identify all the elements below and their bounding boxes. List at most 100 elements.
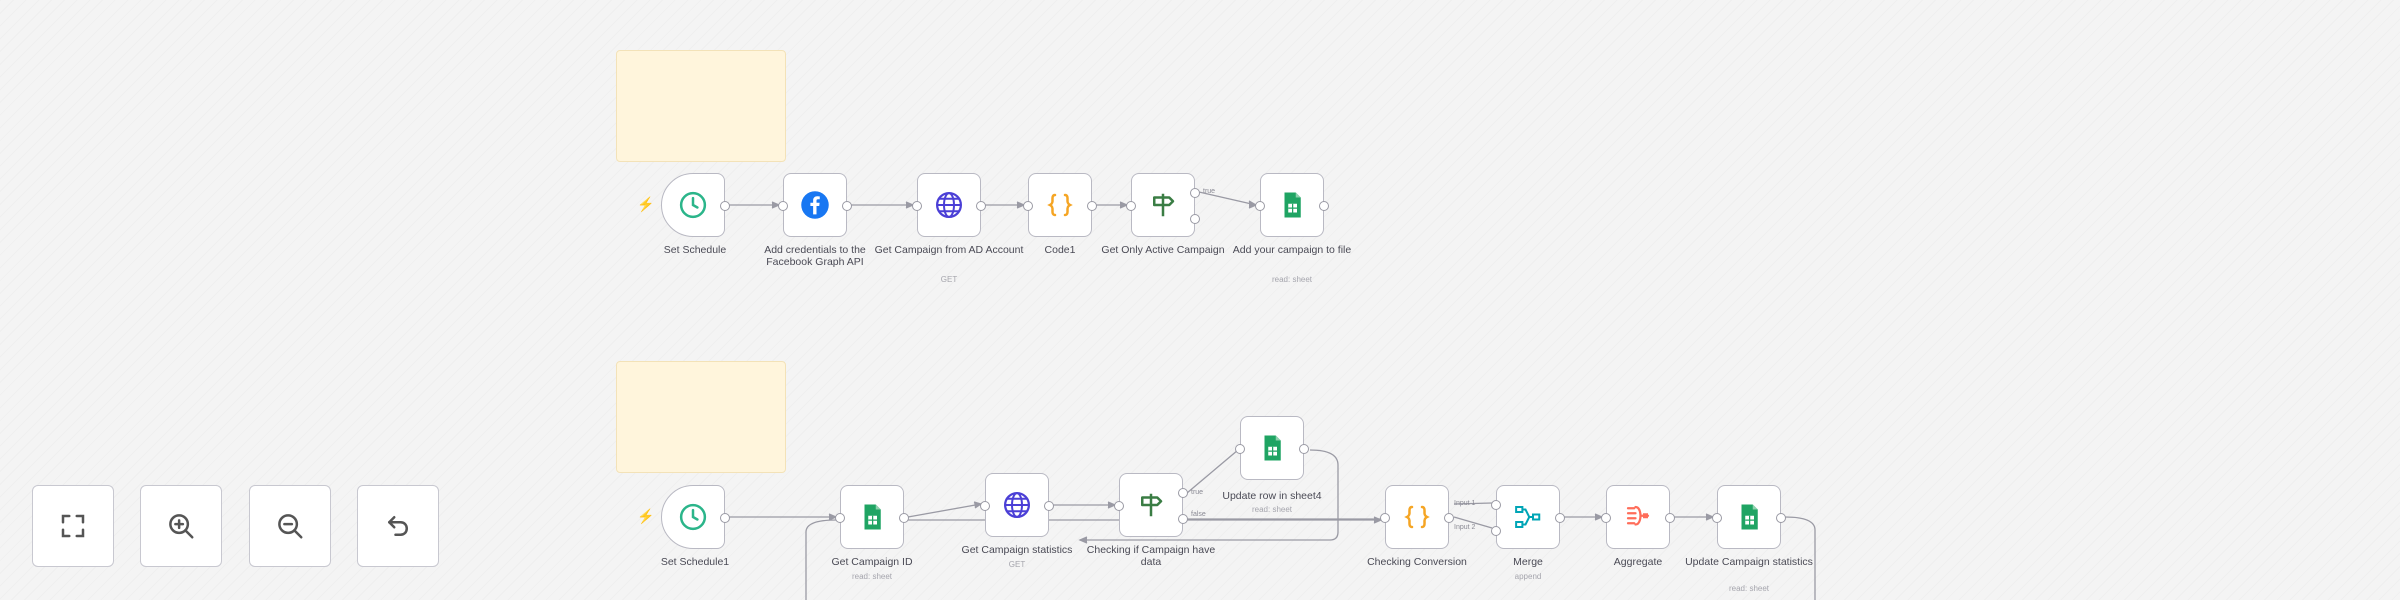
node-update-row-sheet4[interactable] <box>1235 416 1309 480</box>
globe-icon <box>1004 492 1030 518</box>
node-label: Update row in sheet4 <box>1222 490 1322 502</box>
connection <box>1198 191 1257 206</box>
clock-icon <box>679 503 707 531</box>
node-update-campaign-statistics[interactable] <box>1712 485 1786 549</box>
node-set-schedule[interactable] <box>661 173 730 237</box>
input-port[interactable] <box>1712 513 1722 523</box>
node-checking-campaign-have-data[interactable] <box>1114 473 1188 537</box>
input-port[interactable] <box>1255 201 1265 211</box>
fit-view-button[interactable] <box>32 485 114 567</box>
fit-view-icon <box>61 514 85 538</box>
zoom-in-icon <box>169 514 194 539</box>
google-sheets-icon <box>864 504 881 530</box>
output-port[interactable] <box>720 513 730 523</box>
input-port-2[interactable] <box>1491 526 1501 536</box>
node-get-campaign-id[interactable] <box>835 485 909 549</box>
node-merge[interactable] <box>1491 485 1565 549</box>
node-label: Get Campaign from AD Account <box>874 244 1024 256</box>
clock-icon <box>679 191 707 219</box>
code-braces-icon <box>1404 505 1430 529</box>
aggregate-icon <box>1626 505 1650 526</box>
port-label-true: true <box>1191 489 1204 496</box>
filter-signpost-icon <box>1153 193 1175 217</box>
trigger-bolt-icon: ⚡ <box>637 508 655 524</box>
output-port-true[interactable] <box>1190 188 1200 198</box>
node-checking-conversion[interactable] <box>1380 485 1454 549</box>
output-port[interactable] <box>1665 513 1675 523</box>
node-subtitle: read: sheet <box>1271 275 1313 284</box>
globe-icon <box>936 192 962 218</box>
node-code1[interactable] <box>1023 173 1097 237</box>
node-subtitle: append <box>1514 572 1542 581</box>
connection <box>1453 516 1493 529</box>
google-sheets-icon <box>1264 435 1281 461</box>
node-subtitle: read: sheet <box>851 572 893 581</box>
sticky-note[interactable] <box>616 361 786 473</box>
connection <box>1453 502 1493 505</box>
node-subtitle: GET <box>1008 560 1026 569</box>
input-port[interactable] <box>1235 444 1245 454</box>
input-label-2: Input 2 <box>1454 524 1476 531</box>
output-port[interactable] <box>1444 513 1454 523</box>
node-label: Get Campaign ID <box>831 556 913 568</box>
connection <box>1784 516 1816 600</box>
input-port[interactable] <box>778 201 788 211</box>
node-set-schedule1[interactable] <box>661 485 730 549</box>
undo-icon <box>388 516 408 536</box>
input-port[interactable] <box>1380 513 1390 523</box>
node-subtitle: read: sheet <box>1728 584 1770 593</box>
input-port[interactable] <box>912 201 922 211</box>
node-get-campaign-statistics[interactable] <box>980 473 1054 537</box>
output-port[interactable] <box>1087 201 1097 211</box>
node-label: Checking Conversion <box>1367 556 1467 568</box>
facebook-icon <box>801 191 829 219</box>
google-sheets-icon <box>1741 504 1758 530</box>
node-label: Code1 <box>1044 244 1076 256</box>
output-port[interactable] <box>1044 501 1054 511</box>
node-label: Set Schedule1 <box>660 556 730 568</box>
output-port-true[interactable] <box>1178 488 1188 498</box>
sticky-note[interactable] <box>616 50 786 162</box>
output-port-false[interactable] <box>1178 514 1188 524</box>
output-port[interactable] <box>1776 513 1786 523</box>
connection <box>1186 449 1239 494</box>
arrow-head <box>1078 536 1088 544</box>
node-label: Merge <box>1513 556 1543 568</box>
input-port[interactable] <box>1601 513 1611 523</box>
node-label: Get Only Active Campaign <box>1101 244 1225 256</box>
input-port[interactable] <box>980 501 990 511</box>
node-subtitle: GET <box>940 275 958 284</box>
node-label: Set Schedule <box>663 244 727 256</box>
code-braces-icon <box>1047 193 1073 217</box>
node-aggregate[interactable] <box>1601 485 1675 549</box>
output-port[interactable] <box>842 201 852 211</box>
node-label: Aggregate <box>1613 556 1663 568</box>
node-facebook-graph-api[interactable] <box>778 173 852 237</box>
output-port[interactable] <box>1299 444 1309 454</box>
input-port-1[interactable] <box>1491 500 1501 510</box>
connection <box>907 503 982 518</box>
port-label-true: true <box>1203 188 1216 195</box>
output-port[interactable] <box>720 201 730 211</box>
output-port[interactable] <box>1555 513 1565 523</box>
undo-button[interactable] <box>357 485 439 567</box>
zoom-out-button[interactable] <box>249 485 331 567</box>
filter-signpost-icon <box>1141 493 1163 517</box>
node-label: Add your campaign to file <box>1232 244 1352 256</box>
output-port[interactable] <box>976 201 986 211</box>
input-port[interactable] <box>1114 501 1124 511</box>
output-port[interactable] <box>899 513 909 523</box>
node-get-campaign-from-ad-account[interactable] <box>912 173 986 237</box>
node-add-campaign-to-file[interactable] <box>1255 173 1329 237</box>
input-port[interactable] <box>1023 201 1033 211</box>
trigger-bolt-icon: ⚡ <box>637 196 655 212</box>
zoom-in-button[interactable] <box>140 485 222 567</box>
output-port[interactable] <box>1319 201 1329 211</box>
output-port-false[interactable] <box>1190 214 1200 224</box>
node-label: Update Campaign statistics <box>1685 556 1813 568</box>
input-port[interactable] <box>1126 201 1136 211</box>
node-get-only-active-campaign[interactable] <box>1126 173 1200 237</box>
input-port[interactable] <box>835 513 845 523</box>
